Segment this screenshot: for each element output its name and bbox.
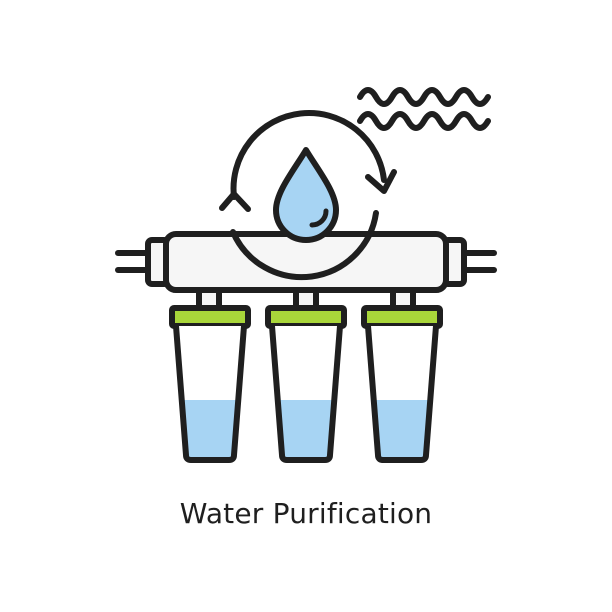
outlet-pipe-icon [459, 250, 497, 273]
water-drop-icon [273, 147, 339, 243]
circular-arrows-icon [219, 110, 397, 281]
inlet-pipe-icon [115, 250, 153, 273]
filter-cartridge-1 [169, 287, 251, 463]
filter-cartridge-2 [265, 287, 347, 463]
wavy-lines-icon [357, 87, 491, 131]
filter-cartridge-3 [361, 287, 443, 463]
caption-text: Water Purification [179, 497, 433, 530]
